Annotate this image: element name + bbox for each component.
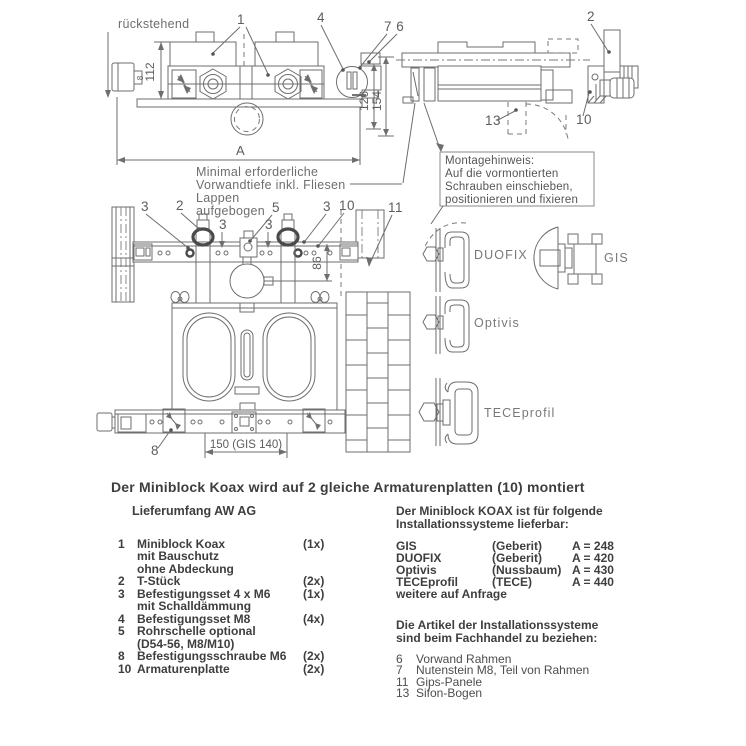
callout-2-side: 2: [587, 9, 595, 24]
callout-4: 4: [317, 10, 325, 25]
side-view-drawing: 2 13 10 Montagehinweis: Auf die vormonti…: [396, 9, 639, 207]
note-line-4: positionieren und fixieren: [445, 194, 578, 206]
table-row: GIS (Geberit) A = 248: [396, 539, 614, 553]
list-item: 6 Vorwand Rahmen: [396, 651, 512, 666]
systems-title-line1: Der Miniblock KOAX ist für folgende: [396, 504, 603, 518]
technical-drawing: rückstehend 8 112: [96, 9, 639, 458]
callout-10-front: 10: [339, 198, 355, 213]
caption-line-4: aufgebogen: [196, 204, 265, 218]
articles-title-line1: Die Artikel der Installationssysteme: [396, 617, 599, 632]
list-item-sub: mit Schalldämmung: [137, 599, 252, 613]
delivery-scope-list: Lieferumfang AW AG 1 Miniblock Koax (1x)…: [118, 505, 353, 675]
callout-5: 5: [272, 200, 280, 215]
list-item: 8 Befestigungsschraube M6 (2x): [118, 649, 325, 663]
dim-86: 86: [310, 256, 324, 270]
articles-list: 6 Vorwand Rahmen 7 Nutenstein M8, Teil v…: [396, 651, 696, 701]
duofix-label: DUOFIX: [474, 248, 528, 262]
list-item: 2 T-Stück (2x): [118, 574, 325, 588]
delivery-scope-title: Lieferumfang AW AG: [132, 504, 257, 518]
list-item-sub: (D54-56, M8/M10): [137, 636, 235, 651]
systems-title-line2: Installationssysteme lieferbar:: [396, 517, 569, 531]
callout-11: 11: [388, 200, 403, 215]
system-icons: DUOFIX GIS Optivis: [418, 205, 629, 446]
optivis-icon: [422, 296, 470, 354]
list-item: 11 Gips-Panele: [396, 674, 483, 689]
note-line-2: Auf die vormontierten: [445, 168, 559, 180]
note-line-3: Schrauben einschieben,: [445, 181, 573, 193]
rueckstehend-label: rückstehend: [118, 17, 189, 31]
table-row: Optivis (Nussbaum) A = 430: [396, 562, 614, 577]
caption-line-1: Minimal erforderliche: [196, 165, 318, 179]
callout-10-side: 10: [576, 112, 592, 127]
duofix-icon: [422, 205, 470, 292]
list-item: 4 Befestigungsset M8 (4x): [118, 611, 325, 626]
callout-7-6: 7 6: [384, 19, 404, 34]
list-item-sub: ohne Abdeckung: [137, 561, 234, 576]
list-item: 1 Miniblock Koax (1x): [118, 536, 325, 551]
note-line-1: Montagehinweis:: [445, 155, 534, 167]
list-item-sub: mit Bauschutz: [137, 549, 220, 563]
front-view-drawing: 86: [96, 198, 411, 458]
callout-3a: 3: [141, 199, 149, 214]
teceprofil-icon: [418, 378, 479, 446]
list-item: 7 Nutenstein M8, Teil von Rahmen: [396, 663, 590, 678]
callout-1: 1: [237, 12, 245, 27]
dim-A: A: [236, 143, 245, 158]
more-on-request: weitere auf Anfrage: [396, 586, 507, 601]
dim-112: 112: [143, 62, 157, 81]
list-item: 13 Sifon-Bogen: [396, 686, 483, 701]
callout-8: 8: [151, 443, 159, 458]
caption-line-2: Vorwandtiefe inkl. Fliesen: [196, 178, 346, 192]
gis-icon: [533, 226, 603, 290]
articles-title-line2: sind beim Fachhandel zu beziehen:: [396, 630, 598, 645]
callout-2-front: 2: [176, 198, 184, 213]
table-row: DUOFIX (Geberit) A = 420: [396, 550, 614, 565]
callout-3b: 3: [219, 217, 227, 232]
systems-info: Der Miniblock KOAX ist für folgende Inst…: [396, 505, 696, 700]
top-view-drawing: rückstehend 8 112: [105, 10, 404, 218]
dim-154: 154: [370, 91, 384, 111]
page-title: Der Miniblock Koax wird auf 2 gleiche Ar…: [111, 479, 585, 495]
callout-13: 13: [485, 113, 501, 128]
list-item: 5 Rohrschelle optional: [118, 624, 256, 638]
list-item: 10 Armaturenplatte (2x): [118, 661, 325, 676]
dim-8: 8: [136, 75, 145, 80]
optivis-label: Optivis: [474, 316, 520, 330]
teceprofil-label: TECEprofil: [484, 406, 555, 420]
caption-line-3: Lappen: [196, 191, 240, 205]
list-item: 3 Befestigungsset 4 x M6 (1x): [118, 586, 325, 601]
callout-3d: 3: [323, 199, 331, 214]
systems-table: GIS (Geberit) A = 248 DUOFIX (Geberit) A…: [396, 539, 696, 601]
dim-150: 150 (GIS 140): [210, 439, 282, 451]
dim-126: 126: [357, 91, 371, 111]
callout-3c: 3: [265, 217, 273, 232]
montagehinweis-box: [439, 151, 595, 207]
gis-label: GIS: [604, 251, 629, 265]
table-row: TECEprofil (TECE) A = 440: [396, 574, 614, 589]
